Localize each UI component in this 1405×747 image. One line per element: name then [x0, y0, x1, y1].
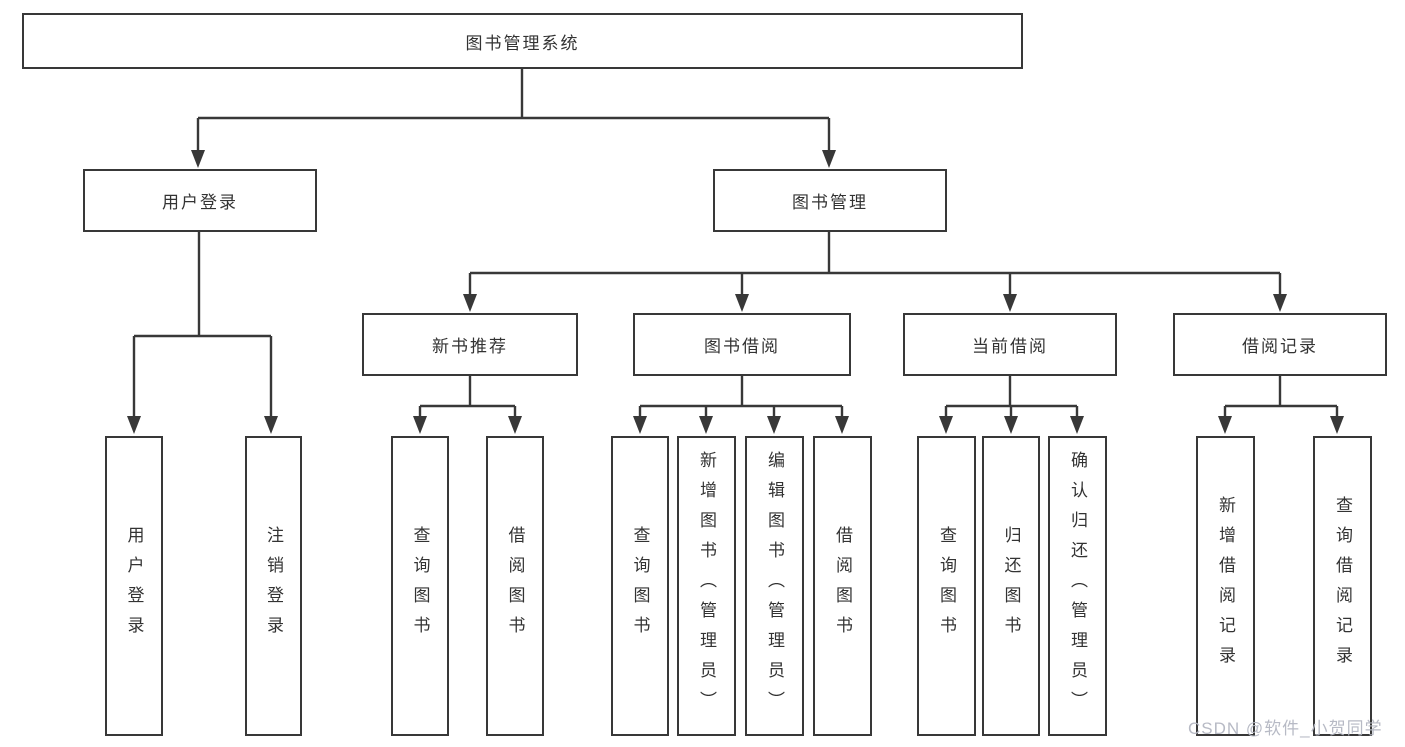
node-user-login-branch: 用户登录 — [83, 169, 317, 232]
leaf-borrow-edit-admin: 编辑图书（管理员） — [745, 436, 804, 736]
connector-newbook-to-leaves — [413, 376, 522, 434]
node-book-management-branch: 图书管理 — [713, 169, 947, 232]
leaf-current-confirm-admin: 确认归还（管理员） — [1048, 436, 1107, 736]
node-new-book-recommend: 新书推荐 — [362, 313, 578, 376]
leaf-borrow-borrow: 借阅图书 — [813, 436, 872, 736]
connector-bookborrow-to-leaves — [633, 376, 849, 434]
leaf-newbook-borrow: 借阅图书 — [486, 436, 544, 736]
leaf-logout: 注销登录 — [245, 436, 302, 736]
leaf-borrow-add-admin: 新增图书（管理员） — [677, 436, 736, 736]
node-book-borrow: 图书借阅 — [633, 313, 851, 376]
leaf-record-query: 查询借阅记录 — [1313, 436, 1372, 736]
watermark: CSDN @软件_小贺同学 — [1188, 719, 1383, 738]
leaf-borrow-query: 查询图书 — [611, 436, 669, 736]
leaf-current-return: 归还图书 — [982, 436, 1040, 736]
connector-bookmgmt-to-level3 — [463, 231, 1287, 312]
connector-userlogin-to-leaves — [127, 231, 278, 434]
leaf-current-query: 查询图书 — [917, 436, 976, 736]
connector-borrowrecord-to-leaves — [1218, 376, 1344, 434]
connector-root-to-level2 — [191, 69, 836, 168]
connector-currentborrow-to-leaves — [939, 376, 1084, 434]
leaf-record-add: 新增借阅记录 — [1196, 436, 1255, 736]
node-root: 图书管理系统 — [22, 13, 1023, 69]
leaf-user-login: 用户登录 — [105, 436, 163, 736]
leaf-newbook-query: 查询图书 — [391, 436, 449, 736]
node-borrow-record: 借阅记录 — [1173, 313, 1387, 376]
node-current-borrow: 当前借阅 — [903, 313, 1117, 376]
